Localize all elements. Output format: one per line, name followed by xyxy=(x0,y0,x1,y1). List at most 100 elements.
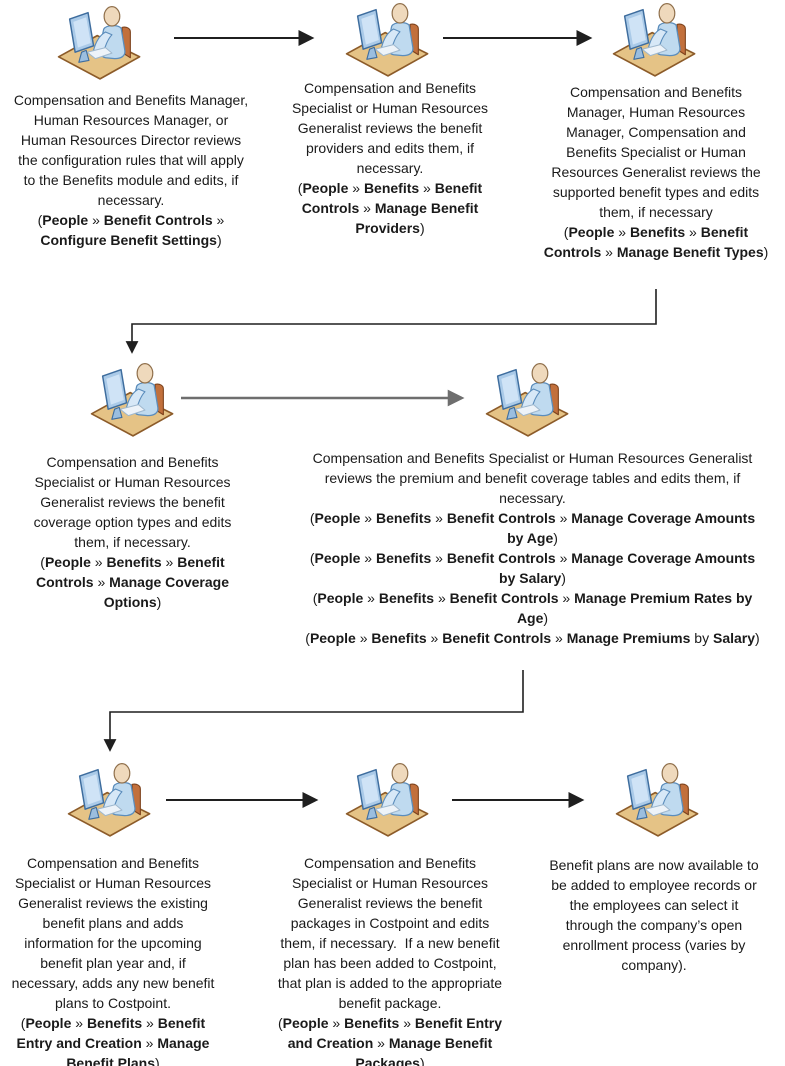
text-segment: ( xyxy=(40,554,45,570)
person-at-computer-icon xyxy=(612,761,704,839)
menu-path-segment: Benefits xyxy=(629,224,686,240)
text-segment: » xyxy=(434,590,450,606)
menu-path-segment: Configure Benefit Settings xyxy=(40,232,217,248)
menu-path-segment: Salary xyxy=(713,630,756,646)
step-2-description: Compensation and Benefits Specialist or … xyxy=(275,78,505,238)
menu-path-segment: Benefit Entry and Creation xyxy=(287,1015,506,1051)
text-segment: ( xyxy=(312,590,318,606)
text-segment: ) xyxy=(553,530,558,546)
text-segment: » xyxy=(355,630,372,646)
step-7-description: Compensation and Benefits Specialist or … xyxy=(275,853,505,1066)
text-segment: ( xyxy=(309,550,315,566)
text-segment: » xyxy=(431,510,447,526)
text-segment: » xyxy=(142,1015,158,1031)
person-at-computer-icon xyxy=(342,761,434,839)
text-segment: » xyxy=(555,510,572,526)
text-segment: by xyxy=(690,630,713,646)
menu-path-segment: Benefits xyxy=(376,510,432,526)
text-segment: » xyxy=(90,554,107,570)
text-segment: Compensation and Benefits Specialist or … xyxy=(277,855,503,1011)
menu-path-segment: People xyxy=(42,212,89,228)
person-at-computer-icon xyxy=(54,4,146,82)
menu-path-segment: People xyxy=(25,1015,72,1031)
menu-path-segment: Benefits xyxy=(378,590,435,606)
person-at-computer-icon xyxy=(87,361,179,439)
menu-path-segment: Benefits xyxy=(106,554,162,570)
text-segment: ( xyxy=(277,1015,283,1031)
text-segment: ) xyxy=(155,1055,160,1066)
person-at-computer-icon xyxy=(64,761,156,839)
menu-path-segment: Benefit Controls xyxy=(442,630,552,646)
menu-path-segment: Benefit Controls xyxy=(103,212,213,228)
text-segment: » xyxy=(399,1015,415,1031)
text-segment: Benefit plans are now available to be ad… xyxy=(549,857,763,973)
text-segment: Compensation and Benefits Specialist or … xyxy=(291,80,489,176)
menu-path-segment: Benefit Controls xyxy=(36,554,229,590)
text-segment: » xyxy=(558,590,575,606)
text-segment: » xyxy=(328,1015,345,1031)
text-segment: ( xyxy=(309,510,315,526)
step-4-description: Compensation and Benefits Specialist or … xyxy=(15,452,250,612)
text-segment: ( xyxy=(297,180,303,196)
text-segment: » xyxy=(373,1035,389,1051)
menu-path-segment: People xyxy=(314,550,361,566)
menu-path-segment: People xyxy=(314,510,361,526)
text-segment: » xyxy=(88,212,104,228)
person-at-computer-icon xyxy=(342,1,434,79)
menu-path-segment: People xyxy=(44,554,91,570)
person-at-computer-icon xyxy=(482,361,574,439)
text-segment: ) xyxy=(755,630,760,646)
text-segment: Compensation and Benefits Specialist or … xyxy=(33,454,232,550)
text-segment: » xyxy=(555,550,572,566)
menu-path-segment: Benefits xyxy=(363,180,420,196)
text-segment: » xyxy=(419,180,435,196)
text-segment: Compensation and Benefits Specialist or … xyxy=(312,450,753,506)
text-segment: » xyxy=(71,1015,87,1031)
step-6-description: Compensation and Benefits Specialist or … xyxy=(8,853,218,1066)
menu-path-segment: Benefit Entry and Creation xyxy=(16,1015,210,1051)
menu-path-segment: People xyxy=(568,224,615,240)
menu-path-segment: Manage Benefit Providers xyxy=(355,200,483,236)
menu-path-segment: People xyxy=(282,1015,329,1031)
flow-elbow-step5-step6 xyxy=(103,670,524,752)
text-segment: Compensation and Benefits Specialist or … xyxy=(11,855,215,1011)
person-at-computer-icon xyxy=(609,1,701,79)
menu-path-segment: People xyxy=(309,630,356,646)
menu-path-segment: Benefits xyxy=(344,1015,400,1031)
menu-path-segment: Manage Benefit Packages xyxy=(355,1035,497,1066)
text-segment: ( xyxy=(305,630,310,646)
menu-path-segment: Manage Coverage Options xyxy=(103,574,233,610)
text-segment: » xyxy=(426,630,443,646)
text-segment: » xyxy=(161,554,178,570)
step-8-description: Benefit plans are now available to be ad… xyxy=(548,855,760,975)
text-segment: » xyxy=(212,212,229,228)
flow-elbow-step3-step4 xyxy=(125,289,657,354)
text-segment: » xyxy=(614,224,630,240)
text-segment: ) xyxy=(216,232,222,248)
text-segment: » xyxy=(141,1035,158,1051)
menu-path-segment: Manage Premiums xyxy=(566,630,691,646)
text-segment: » xyxy=(601,244,617,260)
text-segment: ( xyxy=(20,1015,26,1031)
menu-path-segment: Benefits xyxy=(371,630,427,646)
menu-path-segment: Benefits xyxy=(86,1015,143,1031)
text-segment: ) xyxy=(156,594,162,610)
menu-path-segment: Benefit Controls xyxy=(543,224,753,260)
text-segment: » xyxy=(359,200,375,216)
menu-path-segment: Benefits xyxy=(376,550,432,566)
menu-path-segment: People xyxy=(317,590,364,606)
text-segment: » xyxy=(431,550,447,566)
step-5-description: Compensation and Benefits Specialist or … xyxy=(305,448,760,648)
menu-path-segment: Manage Benefit Plans xyxy=(66,1035,214,1066)
text-segment: ) xyxy=(543,610,549,626)
text-segment: ( xyxy=(563,224,569,240)
step-3-description: Compensation and Benefits Manager, Human… xyxy=(542,82,770,262)
menu-path-segment: Manage Premium Rates by Age xyxy=(516,590,756,626)
menu-path-segment: Benefit Controls xyxy=(301,180,487,216)
step-1-description: Compensation and Benefits Manager, Human… xyxy=(13,90,249,250)
menu-path-segment: Manage Benefit Types xyxy=(616,244,764,260)
text-segment: » xyxy=(360,550,376,566)
text-segment: Compensation and Benefits Manager, Human… xyxy=(551,84,761,220)
